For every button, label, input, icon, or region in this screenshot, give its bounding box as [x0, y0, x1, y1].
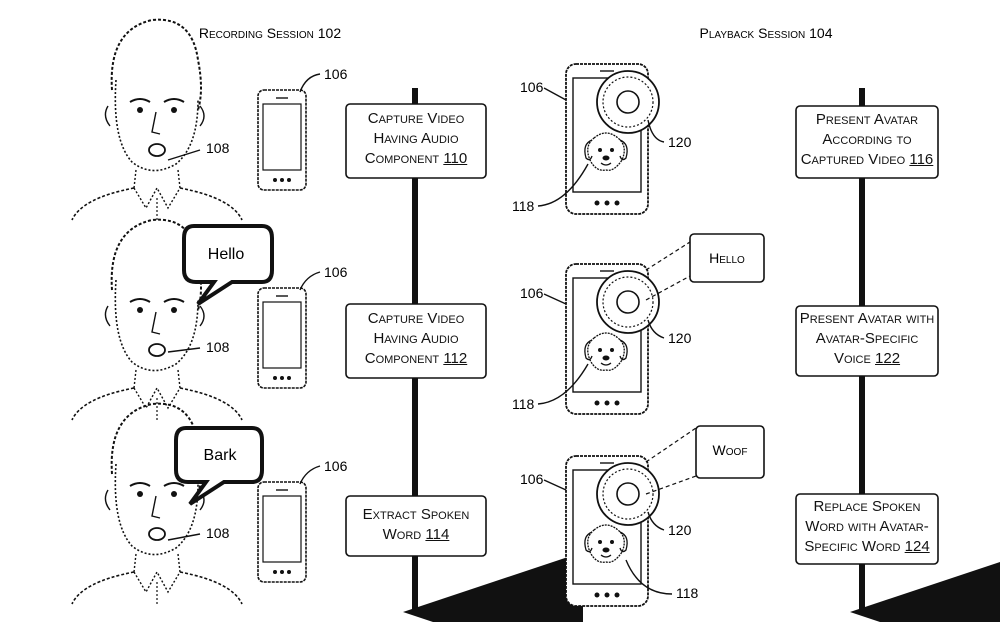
- mobile-device-with-avatar: [565, 455, 660, 607]
- step-line: Capture Video: [367, 310, 465, 327]
- speech-bubble-text: Hello: [208, 246, 245, 263]
- mobile-device-with-avatar: [565, 63, 660, 215]
- person-ref-label: 108: [206, 525, 230, 541]
- person-ref-label: 108: [206, 140, 230, 156]
- step-line: Component: [364, 350, 440, 367]
- step-ref: 124: [904, 538, 930, 555]
- recording-step-box: Capture Video Having Audio Component 112: [345, 303, 487, 379]
- speech-bubble: Hello: [182, 224, 274, 306]
- speaker-ref-label: 120: [668, 134, 692, 150]
- recording-session-title: Recording Session 102: [199, 25, 341, 41]
- device-ref-label: 106: [324, 66, 348, 82]
- step-line: Word with Avatar-: [805, 518, 929, 535]
- audio-output-text: Hello: [709, 250, 745, 266]
- step-line: Having Audio: [373, 130, 459, 147]
- audio-output-box: Hello: [689, 233, 765, 283]
- mobile-device: [257, 89, 307, 191]
- mobile-device-with-avatar: [565, 263, 660, 415]
- playback-session-title: Playback Session 104: [700, 25, 833, 41]
- step-line: Having Audio: [373, 330, 459, 347]
- device-ref-label: 106: [520, 471, 544, 487]
- speaker-ref-label: 120: [668, 522, 692, 538]
- device-ref-label: 106: [520, 285, 544, 301]
- step-line: Avatar-Specific: [815, 330, 919, 347]
- step-line: Captured Video: [800, 151, 906, 168]
- speech-bubble-text: Bark: [204, 447, 238, 464]
- person-figure: [71, 18, 243, 221]
- step-ref: 110: [443, 150, 468, 167]
- audio-output-text: Woof: [713, 442, 748, 458]
- step-ref: 116: [909, 151, 934, 168]
- playback-step-box: Replace Spoken Word with Avatar- Specifi…: [795, 493, 939, 565]
- recording-step-box: Capture Video Having Audio Component 110: [345, 103, 487, 179]
- mobile-device: [257, 287, 307, 389]
- step-ref: 122: [875, 350, 901, 367]
- step-line: Component: [364, 150, 440, 167]
- mobile-device: [257, 481, 307, 583]
- step-line: Present Avatar: [815, 111, 919, 128]
- speaker-ref-label: 120: [668, 330, 692, 346]
- step-line: Word: [382, 526, 422, 543]
- step-line: Voice: [833, 350, 871, 367]
- device-ref-label: 106: [324, 264, 348, 280]
- recording-step-box: Extract Spoken Word 114: [345, 495, 487, 557]
- step-ref: 114: [425, 526, 450, 543]
- avatar-ref-label: 118: [512, 198, 535, 214]
- device-ref-label: 106: [520, 79, 544, 95]
- step-line: Specific Word: [804, 538, 901, 555]
- speech-bubble: Bark: [174, 426, 264, 506]
- person-ref-label: 108: [206, 339, 230, 355]
- playback-step-box: Present Avatar with Avatar-Specific Voic…: [795, 305, 939, 377]
- avatar-ref-label: 118: [512, 396, 535, 412]
- step-line: According to: [822, 131, 912, 148]
- step-line: Extract Spoken: [362, 506, 470, 523]
- step-ref: 112: [443, 350, 468, 367]
- step-line: Replace Spoken: [813, 498, 921, 515]
- step-line: Present Avatar with: [799, 310, 935, 327]
- step-line: Capture Video: [367, 110, 465, 127]
- device-ref-label: 106: [324, 458, 348, 474]
- avatar-ref-label: 118: [676, 585, 699, 601]
- audio-output-box: Woof: [695, 425, 765, 479]
- playback-step-box: Present Avatar According to Captured Vid…: [795, 105, 939, 179]
